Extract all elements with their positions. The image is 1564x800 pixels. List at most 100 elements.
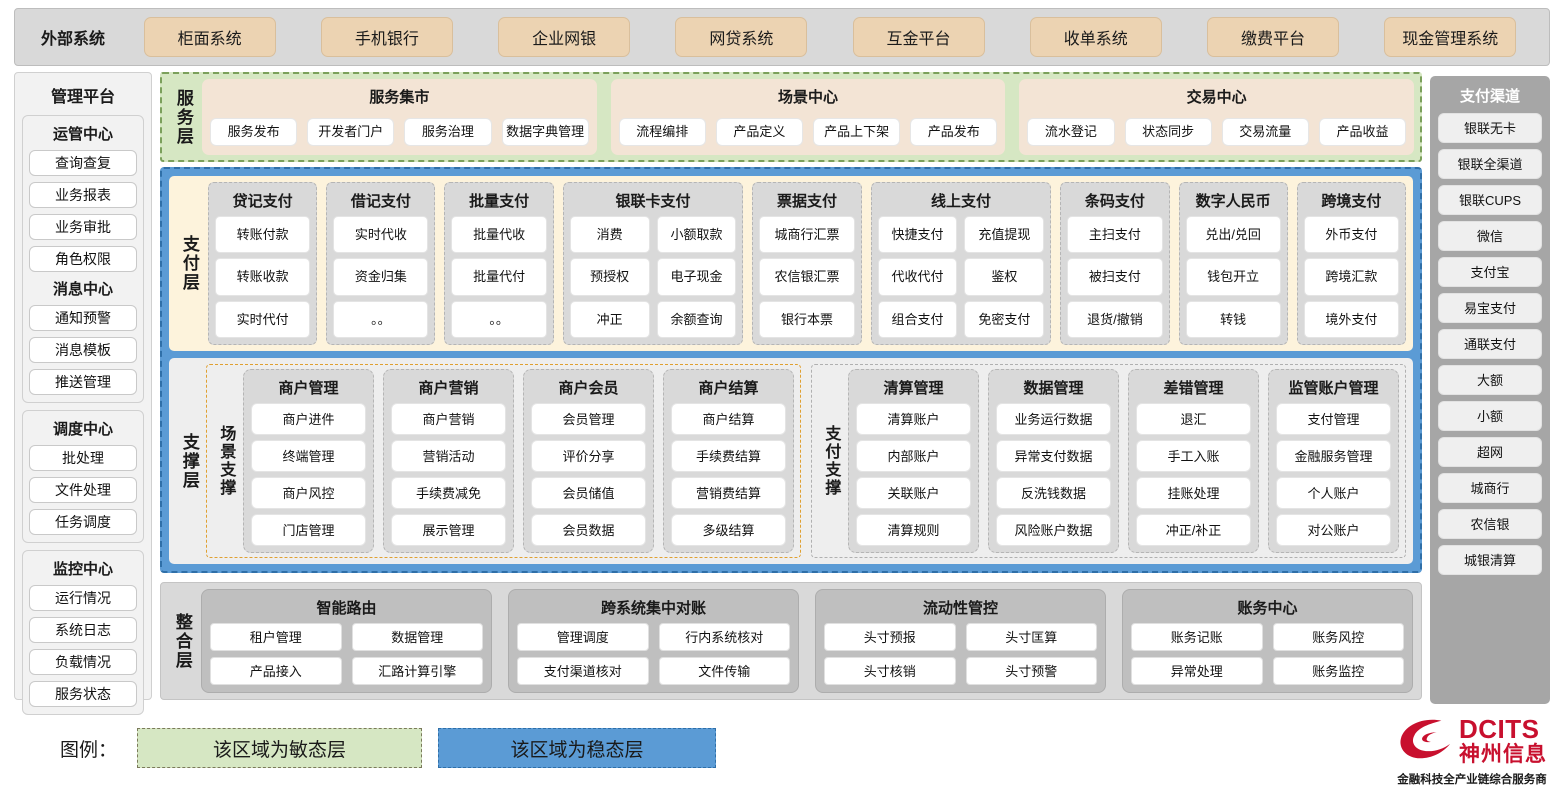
support-item[interactable]: 金融服务管理 — [1276, 440, 1391, 472]
payment-item[interactable]: 退货/撤销 — [1067, 300, 1163, 338]
payment-item[interactable]: 资金归集 — [333, 258, 429, 296]
payment-item[interactable]: 转账付款 — [215, 216, 311, 254]
payment-item[interactable]: 兑出/兑回 — [1185, 216, 1281, 254]
payment-item[interactable]: 快捷支付 — [877, 216, 958, 254]
payment-channel-item[interactable]: 大额 — [1438, 365, 1542, 395]
payment-channel-item[interactable]: 支付宝 — [1438, 257, 1542, 287]
support-item[interactable]: 对公账户 — [1276, 514, 1391, 546]
external-system-chip[interactable]: 企业网银 — [498, 17, 631, 57]
payment-item[interactable]: 组合支付 — [877, 300, 958, 338]
integration-item[interactable]: 账务记账 — [1131, 623, 1263, 651]
payment-channel-item[interactable]: 农信银 — [1438, 509, 1542, 539]
payment-channel-item[interactable]: 易宝支付 — [1438, 293, 1542, 323]
support-item[interactable]: 手续费结算 — [671, 440, 786, 472]
service-item[interactable]: 状态同步 — [1124, 117, 1212, 146]
payment-item[interactable]: 免密支付 — [964, 300, 1045, 338]
management-item[interactable]: 任务调度 — [29, 509, 137, 535]
management-item[interactable]: 推送管理 — [29, 369, 137, 395]
support-item[interactable]: 反洗钱数据 — [996, 477, 1111, 509]
payment-item[interactable]: 批量代收 — [451, 216, 547, 254]
management-item[interactable]: 系统日志 — [29, 617, 137, 643]
management-item[interactable]: 通知预警 — [29, 305, 137, 331]
management-item[interactable]: 消息模板 — [29, 337, 137, 363]
integration-item[interactable]: 产品接入 — [210, 657, 342, 685]
support-item[interactable]: 关联账户 — [856, 477, 971, 509]
payment-item[interactable]: 转钱 — [1185, 300, 1281, 338]
support-item[interactable]: 营销活动 — [391, 440, 506, 472]
support-item[interactable]: 终端管理 — [251, 440, 366, 472]
service-item[interactable]: 产品收益 — [1318, 117, 1407, 146]
management-item[interactable]: 运行情况 — [29, 585, 137, 611]
payment-item[interactable]: 境外支付 — [1303, 300, 1399, 338]
external-system-chip[interactable]: 柜面系统 — [143, 17, 276, 57]
payment-item[interactable]: 城商行汇票 — [759, 216, 855, 254]
payment-channel-item[interactable]: 微信 — [1438, 221, 1542, 251]
payment-channel-item[interactable]: 城商行 — [1438, 473, 1542, 503]
integration-item[interactable]: 头寸匡算 — [965, 623, 1097, 651]
service-item[interactable]: 服务治理 — [404, 117, 492, 146]
payment-channel-item[interactable]: 银联无卡 — [1438, 113, 1542, 143]
management-item[interactable]: 服务状态 — [29, 681, 137, 707]
payment-channel-item[interactable]: 小额 — [1438, 401, 1542, 431]
support-item[interactable]: 商户结算 — [671, 403, 786, 435]
payment-item[interactable]: 外币支付 — [1303, 216, 1399, 254]
payment-item[interactable]: 冲正 — [569, 300, 650, 338]
support-item[interactable]: 会员数据 — [531, 514, 646, 546]
support-item[interactable]: 会员管理 — [531, 403, 646, 435]
management-item[interactable]: 负载情况 — [29, 649, 137, 675]
payment-channel-item[interactable]: 城银清算 — [1438, 545, 1542, 575]
support-item[interactable]: 营销费结算 — [671, 477, 786, 509]
external-system-chip[interactable]: 现金管理系统 — [1384, 17, 1517, 57]
external-system-chip[interactable]: 互金平台 — [852, 17, 985, 57]
payment-channel-item[interactable]: 银联全渠道 — [1438, 149, 1542, 179]
payment-item[interactable]: 主扫支付 — [1067, 216, 1163, 254]
service-item[interactable]: 流水登记 — [1027, 117, 1115, 146]
service-item[interactable]: 交易流量 — [1221, 117, 1309, 146]
payment-item[interactable]: 跨境汇款 — [1303, 258, 1399, 296]
integration-item[interactable]: 数据管理 — [351, 623, 483, 651]
payment-item[interactable]: 小额取款 — [656, 216, 737, 254]
support-item[interactable]: 手续费减免 — [391, 477, 506, 509]
payment-item[interactable]: 实时代付 — [215, 300, 311, 338]
support-item[interactable]: 个人账户 — [1276, 477, 1391, 509]
support-item[interactable]: 会员储值 — [531, 477, 646, 509]
management-item[interactable]: 角色权限 — [29, 246, 137, 272]
payment-item[interactable]: 电子现金 — [656, 258, 737, 296]
payment-item[interactable]: 农信银汇票 — [759, 258, 855, 296]
payment-item[interactable]: 被扫支付 — [1067, 258, 1163, 296]
payment-item[interactable]: 余额查询 — [656, 300, 737, 338]
support-item[interactable]: 多级结算 — [671, 514, 786, 546]
payment-channel-item[interactable]: 通联支付 — [1438, 329, 1542, 359]
integration-item[interactable]: 异常处理 — [1131, 657, 1263, 685]
support-item[interactable]: 支付管理 — [1276, 403, 1391, 435]
service-item[interactable]: 服务发布 — [210, 117, 298, 146]
service-item[interactable]: 开发者门户 — [307, 117, 395, 146]
integration-item[interactable]: 账务监控 — [1272, 657, 1404, 685]
payment-item[interactable]: 实时代收 — [333, 216, 429, 254]
external-system-chip[interactable]: 网贷系统 — [675, 17, 808, 57]
management-item[interactable]: 查询查复 — [29, 150, 137, 176]
management-item[interactable]: 批处理 — [29, 445, 137, 471]
payment-item[interactable]: 钱包开立 — [1185, 258, 1281, 296]
integration-item[interactable]: 行内系统核对 — [658, 623, 790, 651]
support-item[interactable]: 异常支付数据 — [996, 440, 1111, 472]
support-item[interactable]: 清算账户 — [856, 403, 971, 435]
external-system-chip[interactable]: 收单系统 — [1029, 17, 1162, 57]
support-item[interactable]: 内部账户 — [856, 440, 971, 472]
support-item[interactable]: 商户进件 — [251, 403, 366, 435]
service-item[interactable]: 数据字典管理 — [501, 117, 589, 146]
support-item[interactable]: 挂账处理 — [1136, 477, 1251, 509]
management-item[interactable]: 业务审批 — [29, 214, 137, 240]
support-item[interactable]: 展示管理 — [391, 514, 506, 546]
service-item[interactable]: 产品上下架 — [813, 117, 901, 146]
support-item[interactable]: 冲正/补正 — [1136, 514, 1251, 546]
payment-item[interactable]: 转账收款 — [215, 258, 311, 296]
payment-item[interactable]: 银行本票 — [759, 300, 855, 338]
support-item[interactable]: 清算规则 — [856, 514, 971, 546]
payment-item[interactable]: 充值提现 — [964, 216, 1045, 254]
payment-item[interactable]: 鉴权 — [964, 258, 1045, 296]
support-item[interactable]: 风险账户数据 — [996, 514, 1111, 546]
support-item[interactable]: 评价分享 — [531, 440, 646, 472]
support-item[interactable]: 退汇 — [1136, 403, 1251, 435]
payment-item[interactable]: 。。 — [333, 300, 429, 338]
